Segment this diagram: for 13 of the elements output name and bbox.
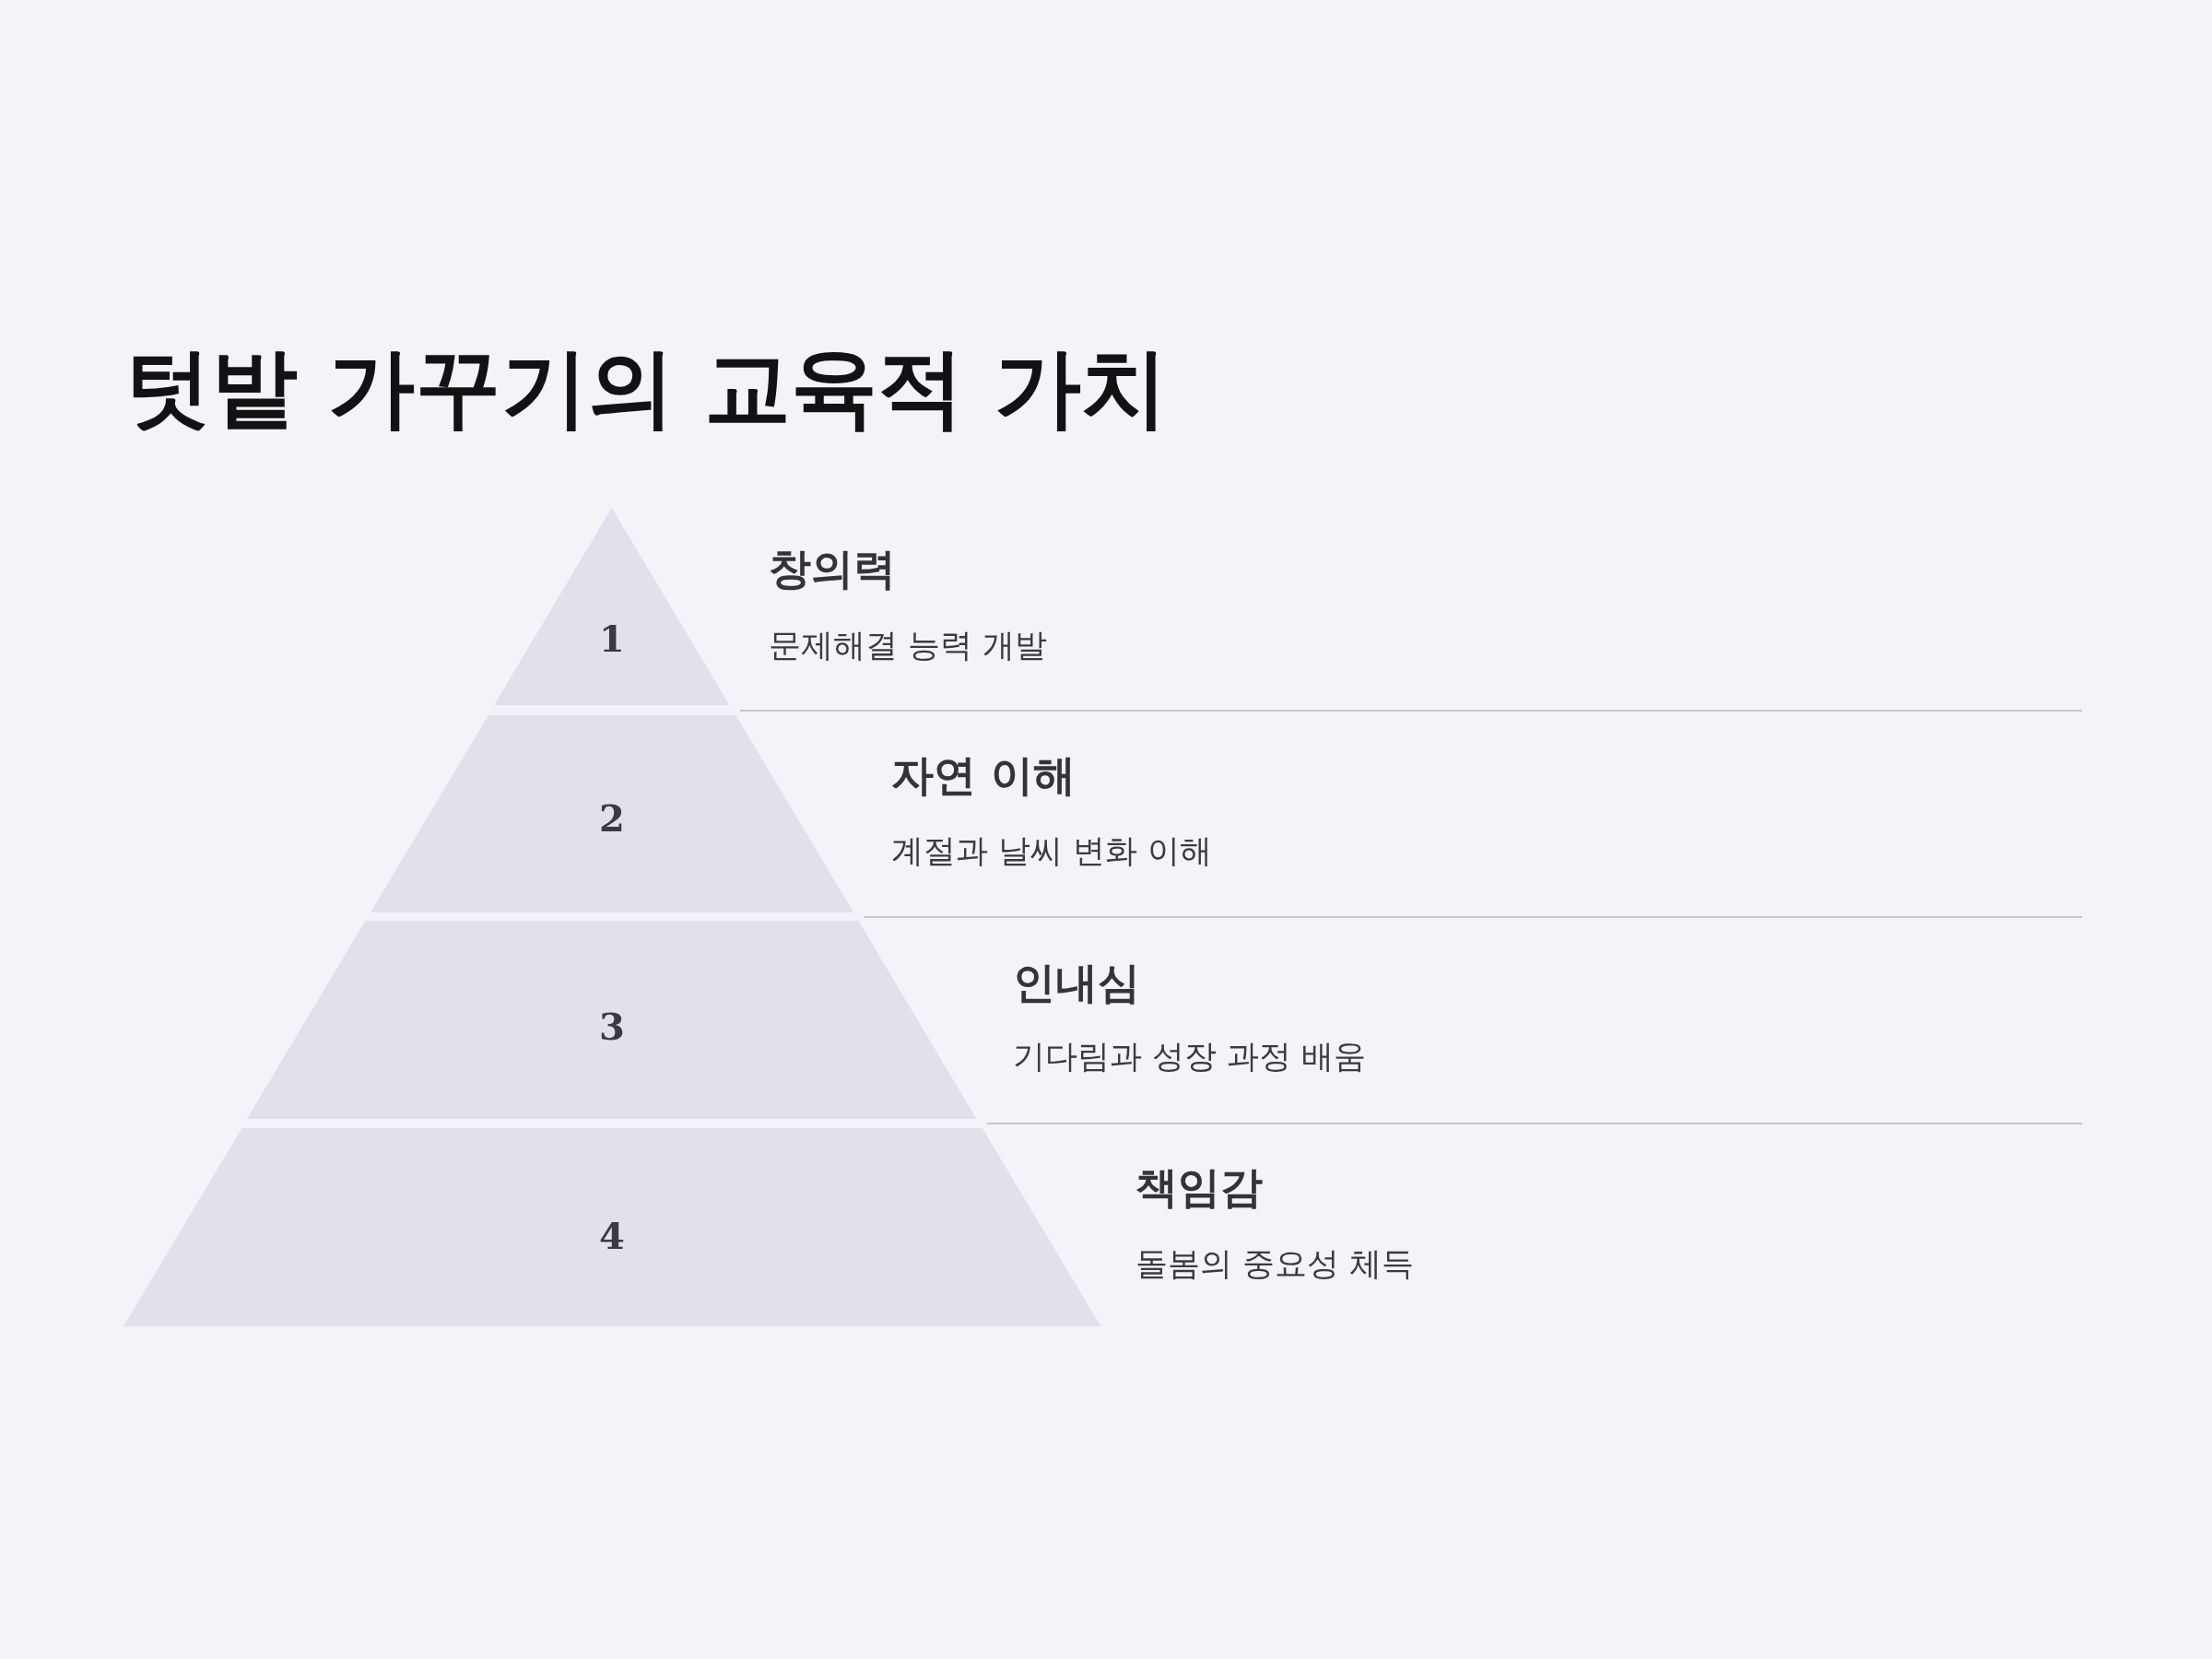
layer-number: 3 (599, 1008, 625, 1045)
layer-description: 계절과 날씨 변화 이해 (891, 831, 1213, 870)
layer-number: 2 (599, 800, 625, 837)
layer-description: 문제해결 능력 개발 (769, 626, 1048, 665)
layer-number: 1 (599, 620, 625, 657)
layer-heading: 자연 이해 (891, 750, 1076, 802)
layer-description: 돌봄의 중요성 체득 (1135, 1244, 1415, 1283)
layer-description: 기다림과 성장 과정 배움 (1013, 1037, 1367, 1076)
layer-heading: 창의력 (769, 544, 896, 595)
title: 텃밭 가꾸기의 교육적 가치 (124, 336, 1169, 440)
layer-heading: 인내심 (1013, 958, 1140, 1009)
layer-number: 4 (599, 1218, 625, 1254)
layer-heading: 책임감 (1135, 1162, 1263, 1214)
